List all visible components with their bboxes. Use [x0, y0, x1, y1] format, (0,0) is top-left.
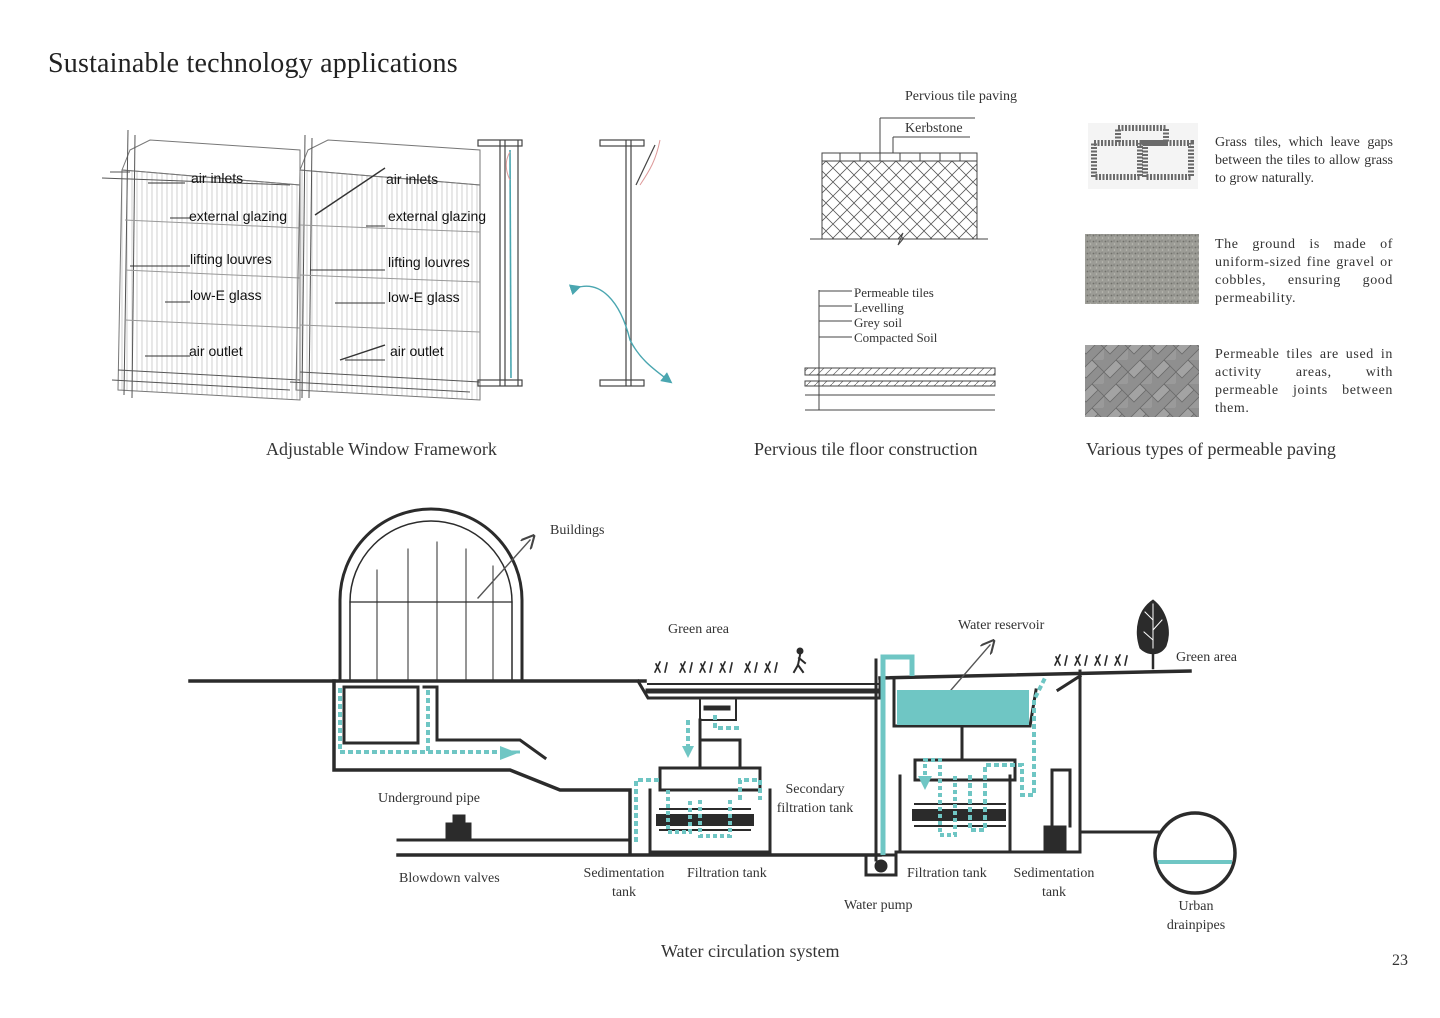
window-panel-right	[289, 134, 481, 401]
label-buildings: Buildings	[550, 523, 605, 538]
label-green-area-left: Green area	[668, 622, 730, 637]
label-urban-drainpipes: Urban drainpipes	[1166, 899, 1226, 933]
herringbone-tile-thumbnail	[1085, 345, 1199, 417]
paving-desc-herringbone: Permeable tiles are used in activity are…	[1215, 347, 1393, 416]
window-section-closed	[477, 139, 523, 387]
label-lifting-louvres-left: lifting louvres	[190, 251, 272, 267]
label-layer-permeable-tiles: Permeable tiles	[854, 285, 934, 300]
label-external-glazing-right: external glazing	[388, 208, 487, 224]
label-green-area-right: Green area	[1176, 650, 1238, 665]
label-underground-pipe: Underground pipe	[378, 791, 480, 806]
caption-tile-floor: Pervious tile floor construction	[754, 439, 978, 459]
caption-window-framework: Adjustable Window Framework	[266, 439, 497, 459]
page-number: 23	[1392, 952, 1408, 969]
label-air-inlets-left: air inlets	[191, 170, 244, 186]
paving-desc-grass: Grass tiles, which leave gaps between th…	[1215, 135, 1393, 186]
label-air-inlets-right: air inlets	[386, 171, 439, 187]
page-title: Sustainable technology applications	[48, 48, 458, 79]
label-filtration-tank-right: Filtration tank	[907, 866, 987, 881]
label-layer-grey-soil: Grey soil	[854, 315, 903, 330]
label-lifting-louvres-right: lifting louvres	[388, 254, 470, 270]
label-layer-levelling: Levelling	[854, 300, 904, 315]
window-panel-left	[101, 129, 301, 401]
grass-tile-thumbnail	[1088, 123, 1198, 189]
label-air-outlet-right: air outlet	[390, 343, 444, 359]
label-air-outlet-left: air outlet	[189, 343, 243, 359]
label-secondary-filtration-tank: Secondary filtration tank	[776, 782, 854, 816]
label-filtration-tank-left: Filtration tank	[687, 866, 767, 881]
label-sedimentation-tank-left: Sedimentation tank	[583, 866, 665, 900]
label-pervious-tile-paving: Pervious tile paving	[905, 89, 1017, 104]
window-section-open	[568, 139, 673, 387]
caption-paving-types: Various types of permeable paving	[1086, 439, 1336, 459]
label-kerbstone: Kerbstone	[905, 121, 963, 136]
paving-desc-gravel: The ground is made of uniform-sized fine…	[1215, 237, 1393, 306]
gravel-ground-thumbnail	[1085, 234, 1199, 304]
label-blowdown-valves: Blowdown valves	[399, 871, 500, 886]
label-external-glazing-left: external glazing	[189, 208, 288, 224]
label-sedimentation-tank-right: Sedimentation tank	[1013, 866, 1095, 900]
label-low-e-glass-right: low-E glass	[388, 289, 460, 305]
label-water-reservoir: Water reservoir	[958, 618, 1045, 633]
label-layer-compacted-soil: Compacted Soil	[854, 330, 938, 345]
label-low-e-glass-left: low-E glass	[190, 287, 262, 303]
label-water-pump: Water pump	[844, 898, 913, 913]
caption-water-circulation: Water circulation system	[661, 941, 840, 961]
